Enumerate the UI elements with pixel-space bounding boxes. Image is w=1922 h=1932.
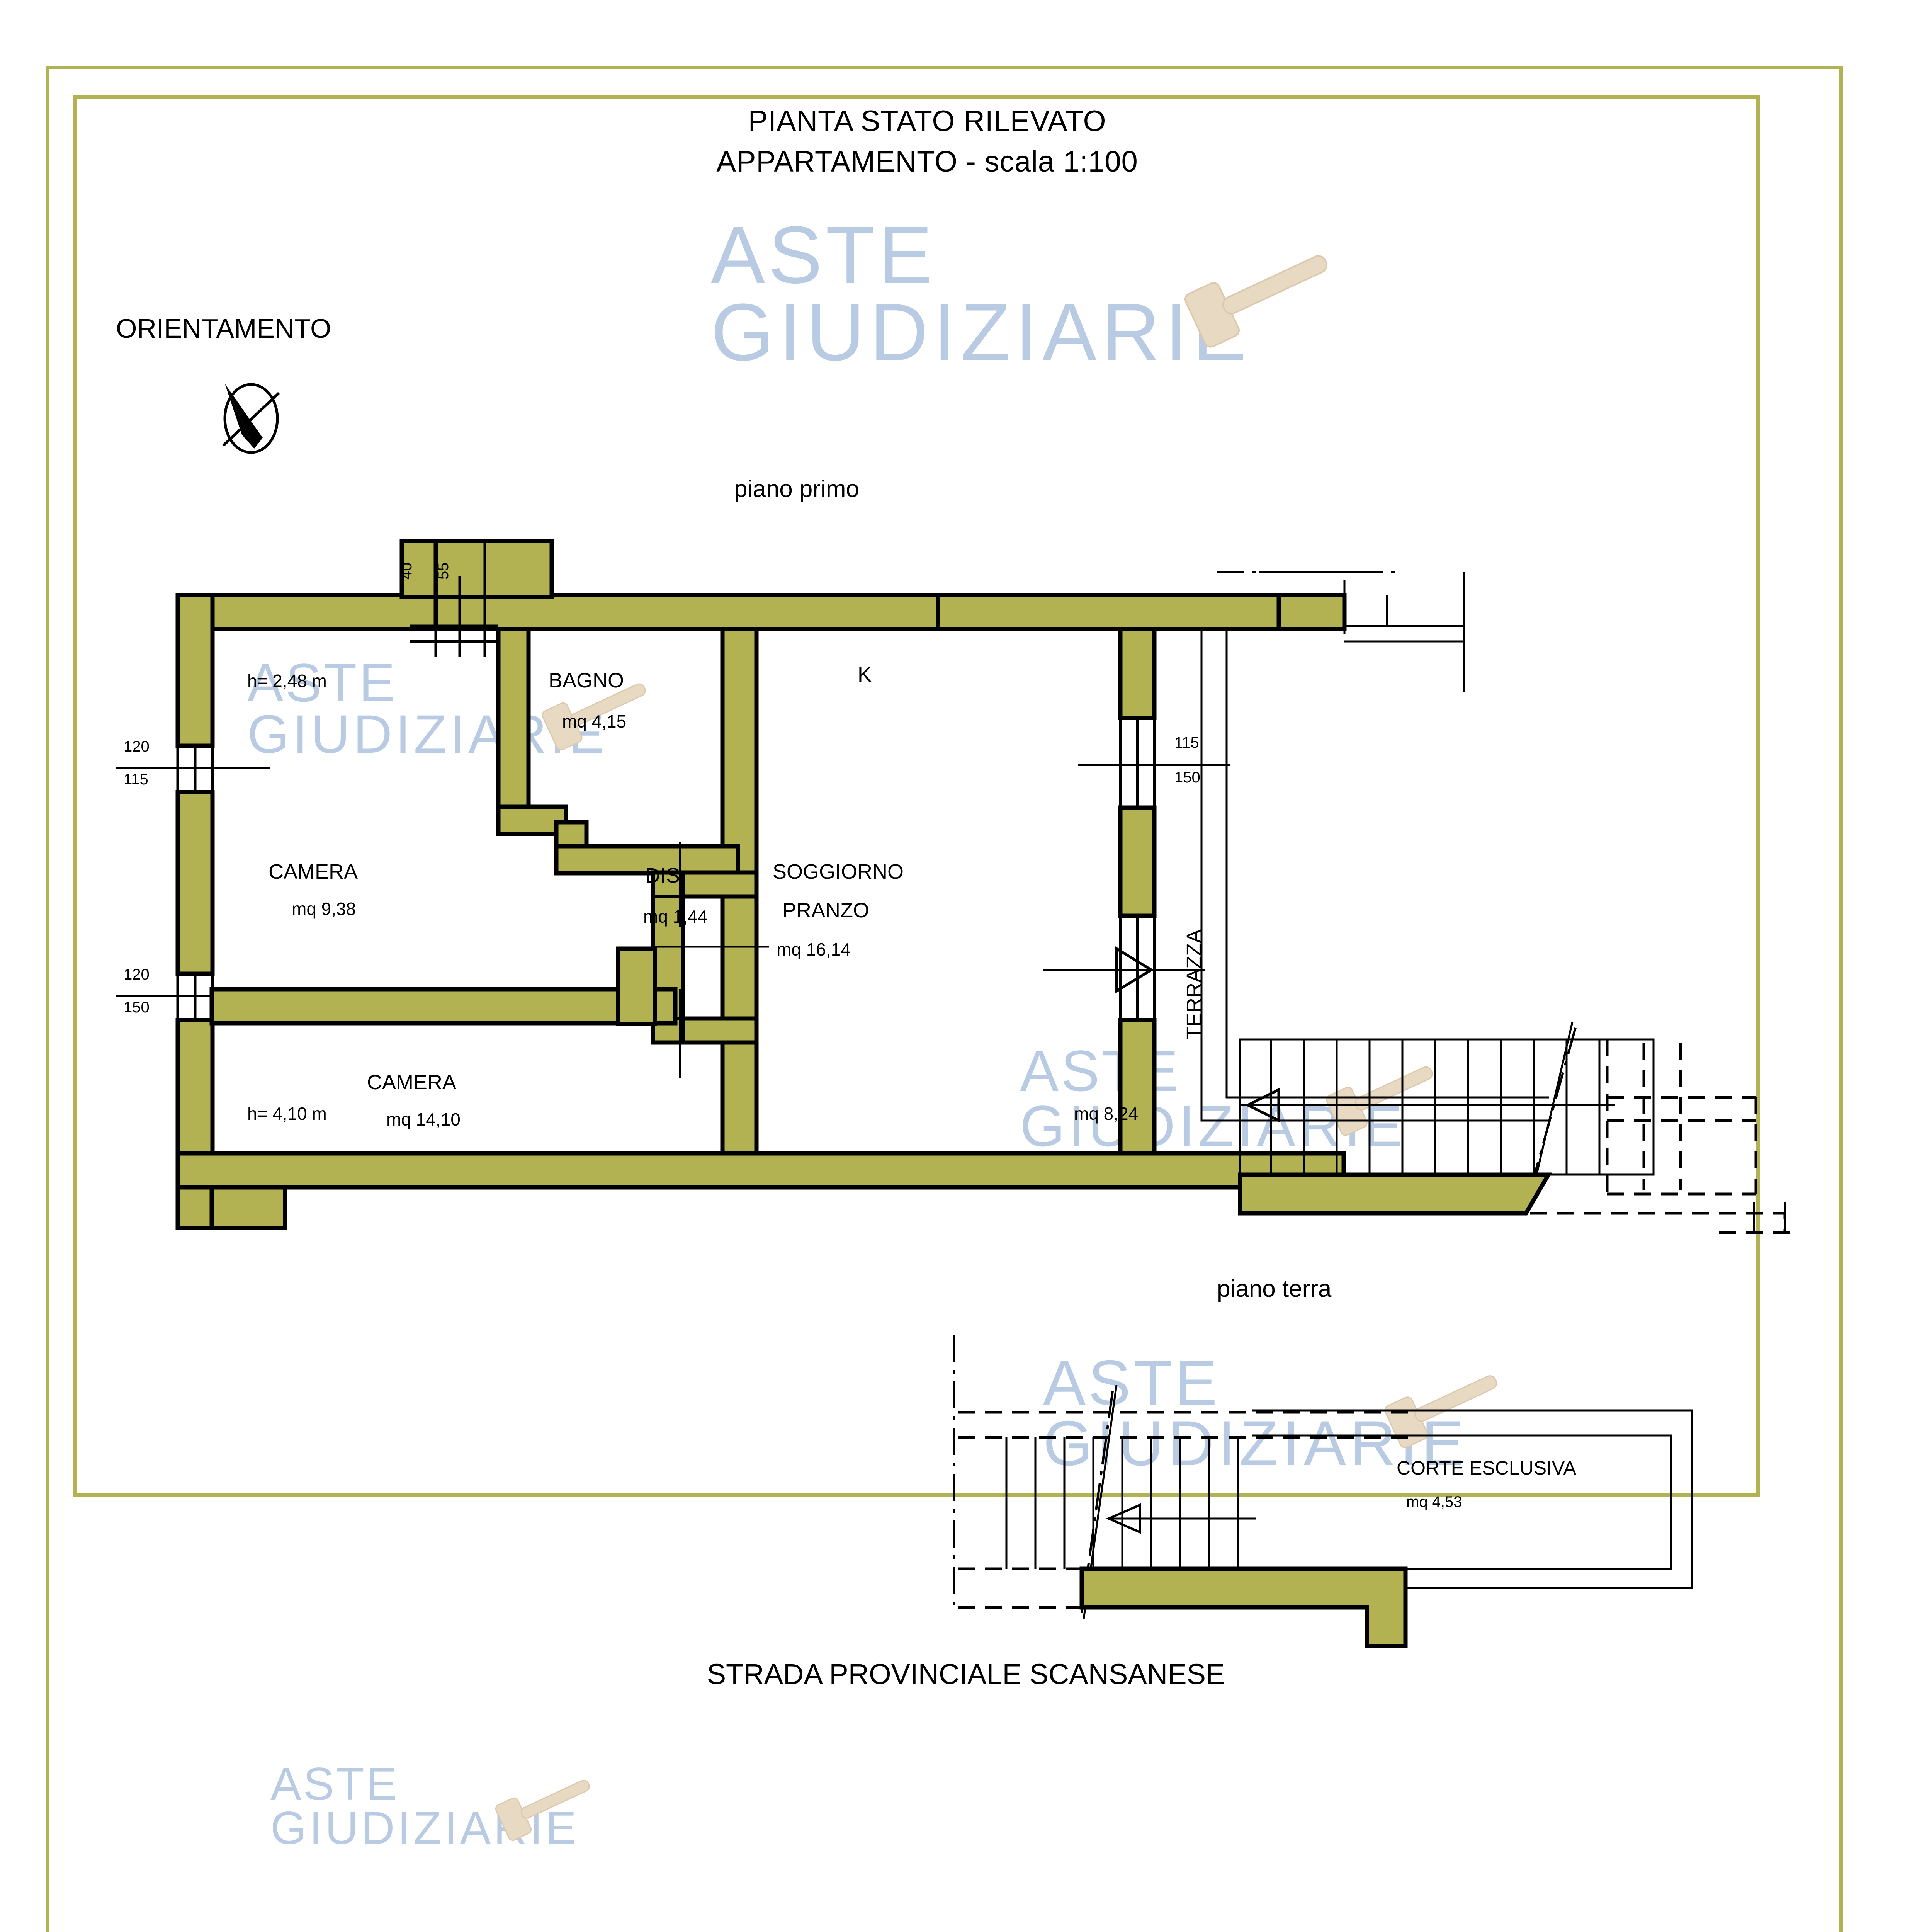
room-label-kitchen: K bbox=[858, 663, 872, 686]
room-label-bagno: BAGNO bbox=[549, 669, 624, 692]
room-label-soggiorno-line1: SOGGIORNO bbox=[773, 860, 904, 883]
room-area-camera-upper: mq 9,38 bbox=[292, 899, 356, 919]
room-label-camera-lower: CAMERA bbox=[367, 1071, 457, 1094]
room-area-bagno: mq 4,15 bbox=[562, 711, 627, 731]
compass-rose-icon bbox=[222, 383, 280, 454]
room-area-soggiorno: mq 16,14 bbox=[777, 939, 851, 959]
room-area-corte-esclusiva: mq 4,53 bbox=[1406, 1493, 1462, 1510]
orientation-heading: ORIENTAMENTO bbox=[116, 313, 331, 344]
room-label-soggiorno-line2: PRANZO bbox=[782, 899, 870, 922]
dimension-window-top-40: 40 bbox=[398, 562, 415, 580]
street-label: STRADA PROVINCIALE SCANSANESE bbox=[707, 1658, 1225, 1690]
dimension-window-left2-height: 150 bbox=[124, 999, 150, 1016]
room-label-dis: DIS. bbox=[645, 864, 686, 887]
drawing-frame bbox=[73, 95, 1760, 1497]
room-label-terrazza: TERRAZZA bbox=[1183, 929, 1206, 1039]
dimension-window-right-width: 115 bbox=[1174, 734, 1199, 751]
dimension-window-right-height: 150 bbox=[1174, 769, 1200, 786]
floor-label-piano-primo: piano primo bbox=[734, 476, 859, 502]
floor-label-piano-terra: piano terra bbox=[1217, 1276, 1332, 1302]
dimension-window-top-55: 55 bbox=[435, 562, 452, 580]
page-title-line2: APPARTAMENTO - scala 1:100 bbox=[716, 145, 1138, 178]
room-area-terrazza: mq 8,24 bbox=[1074, 1104, 1139, 1124]
room-area-camera-lower: mq 14,10 bbox=[386, 1109, 461, 1129]
room-height-camera-lower: h= 4,10 m bbox=[247, 1104, 327, 1124]
room-label-camera-upper: CAMERA bbox=[269, 860, 358, 883]
room-height-camera-upper: h= 2,48 m bbox=[247, 671, 327, 691]
dimension-window-left2-width: 120 bbox=[124, 966, 150, 983]
dimension-window-left1-height: 115 bbox=[124, 771, 148, 788]
room-label-corte-esclusiva: CORTE ESCLUSIVA bbox=[1397, 1457, 1576, 1479]
room-area-dis: mq 1,44 bbox=[643, 906, 708, 927]
page-frame-outer bbox=[46, 66, 1843, 1932]
page-title-line1: PIANTA STATO RILEVATO bbox=[748, 105, 1106, 138]
dimension-window-left1-width: 120 bbox=[124, 738, 150, 755]
